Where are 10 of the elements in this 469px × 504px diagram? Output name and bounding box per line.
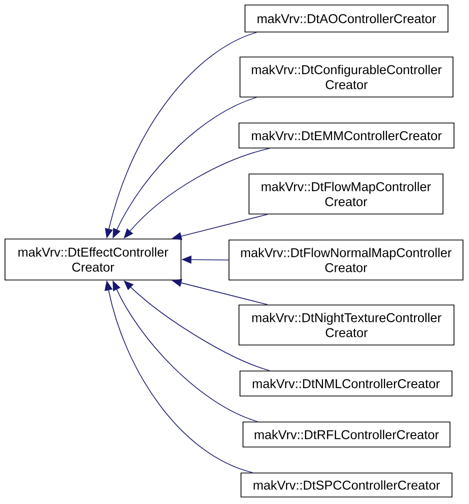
- class-box: makVrv::DtFlowNormalMapController Creator: [228, 240, 464, 280]
- class-box: makVrv::DtEffectController Creator: [4, 238, 182, 280]
- class-box: makVrv::DtRFLControllerCreator: [242, 422, 450, 448]
- class-box: makVrv::DtConfigurableController Creator: [240, 56, 454, 98]
- class-box: makVrv::DtFlowMapController Creator: [248, 174, 444, 214]
- class-box: makVrv::DtSPCControllerCreator: [240, 472, 452, 498]
- class-box: makVrv::DtNMLControllerCreator: [240, 370, 452, 396]
- class-box: makVrv::DtAOControllerCreator: [244, 4, 448, 32]
- class-box: makVrv::DtNightTextureController Creator: [238, 304, 454, 346]
- class-box: makVrv::DtEMMControllerCreator: [238, 122, 454, 148]
